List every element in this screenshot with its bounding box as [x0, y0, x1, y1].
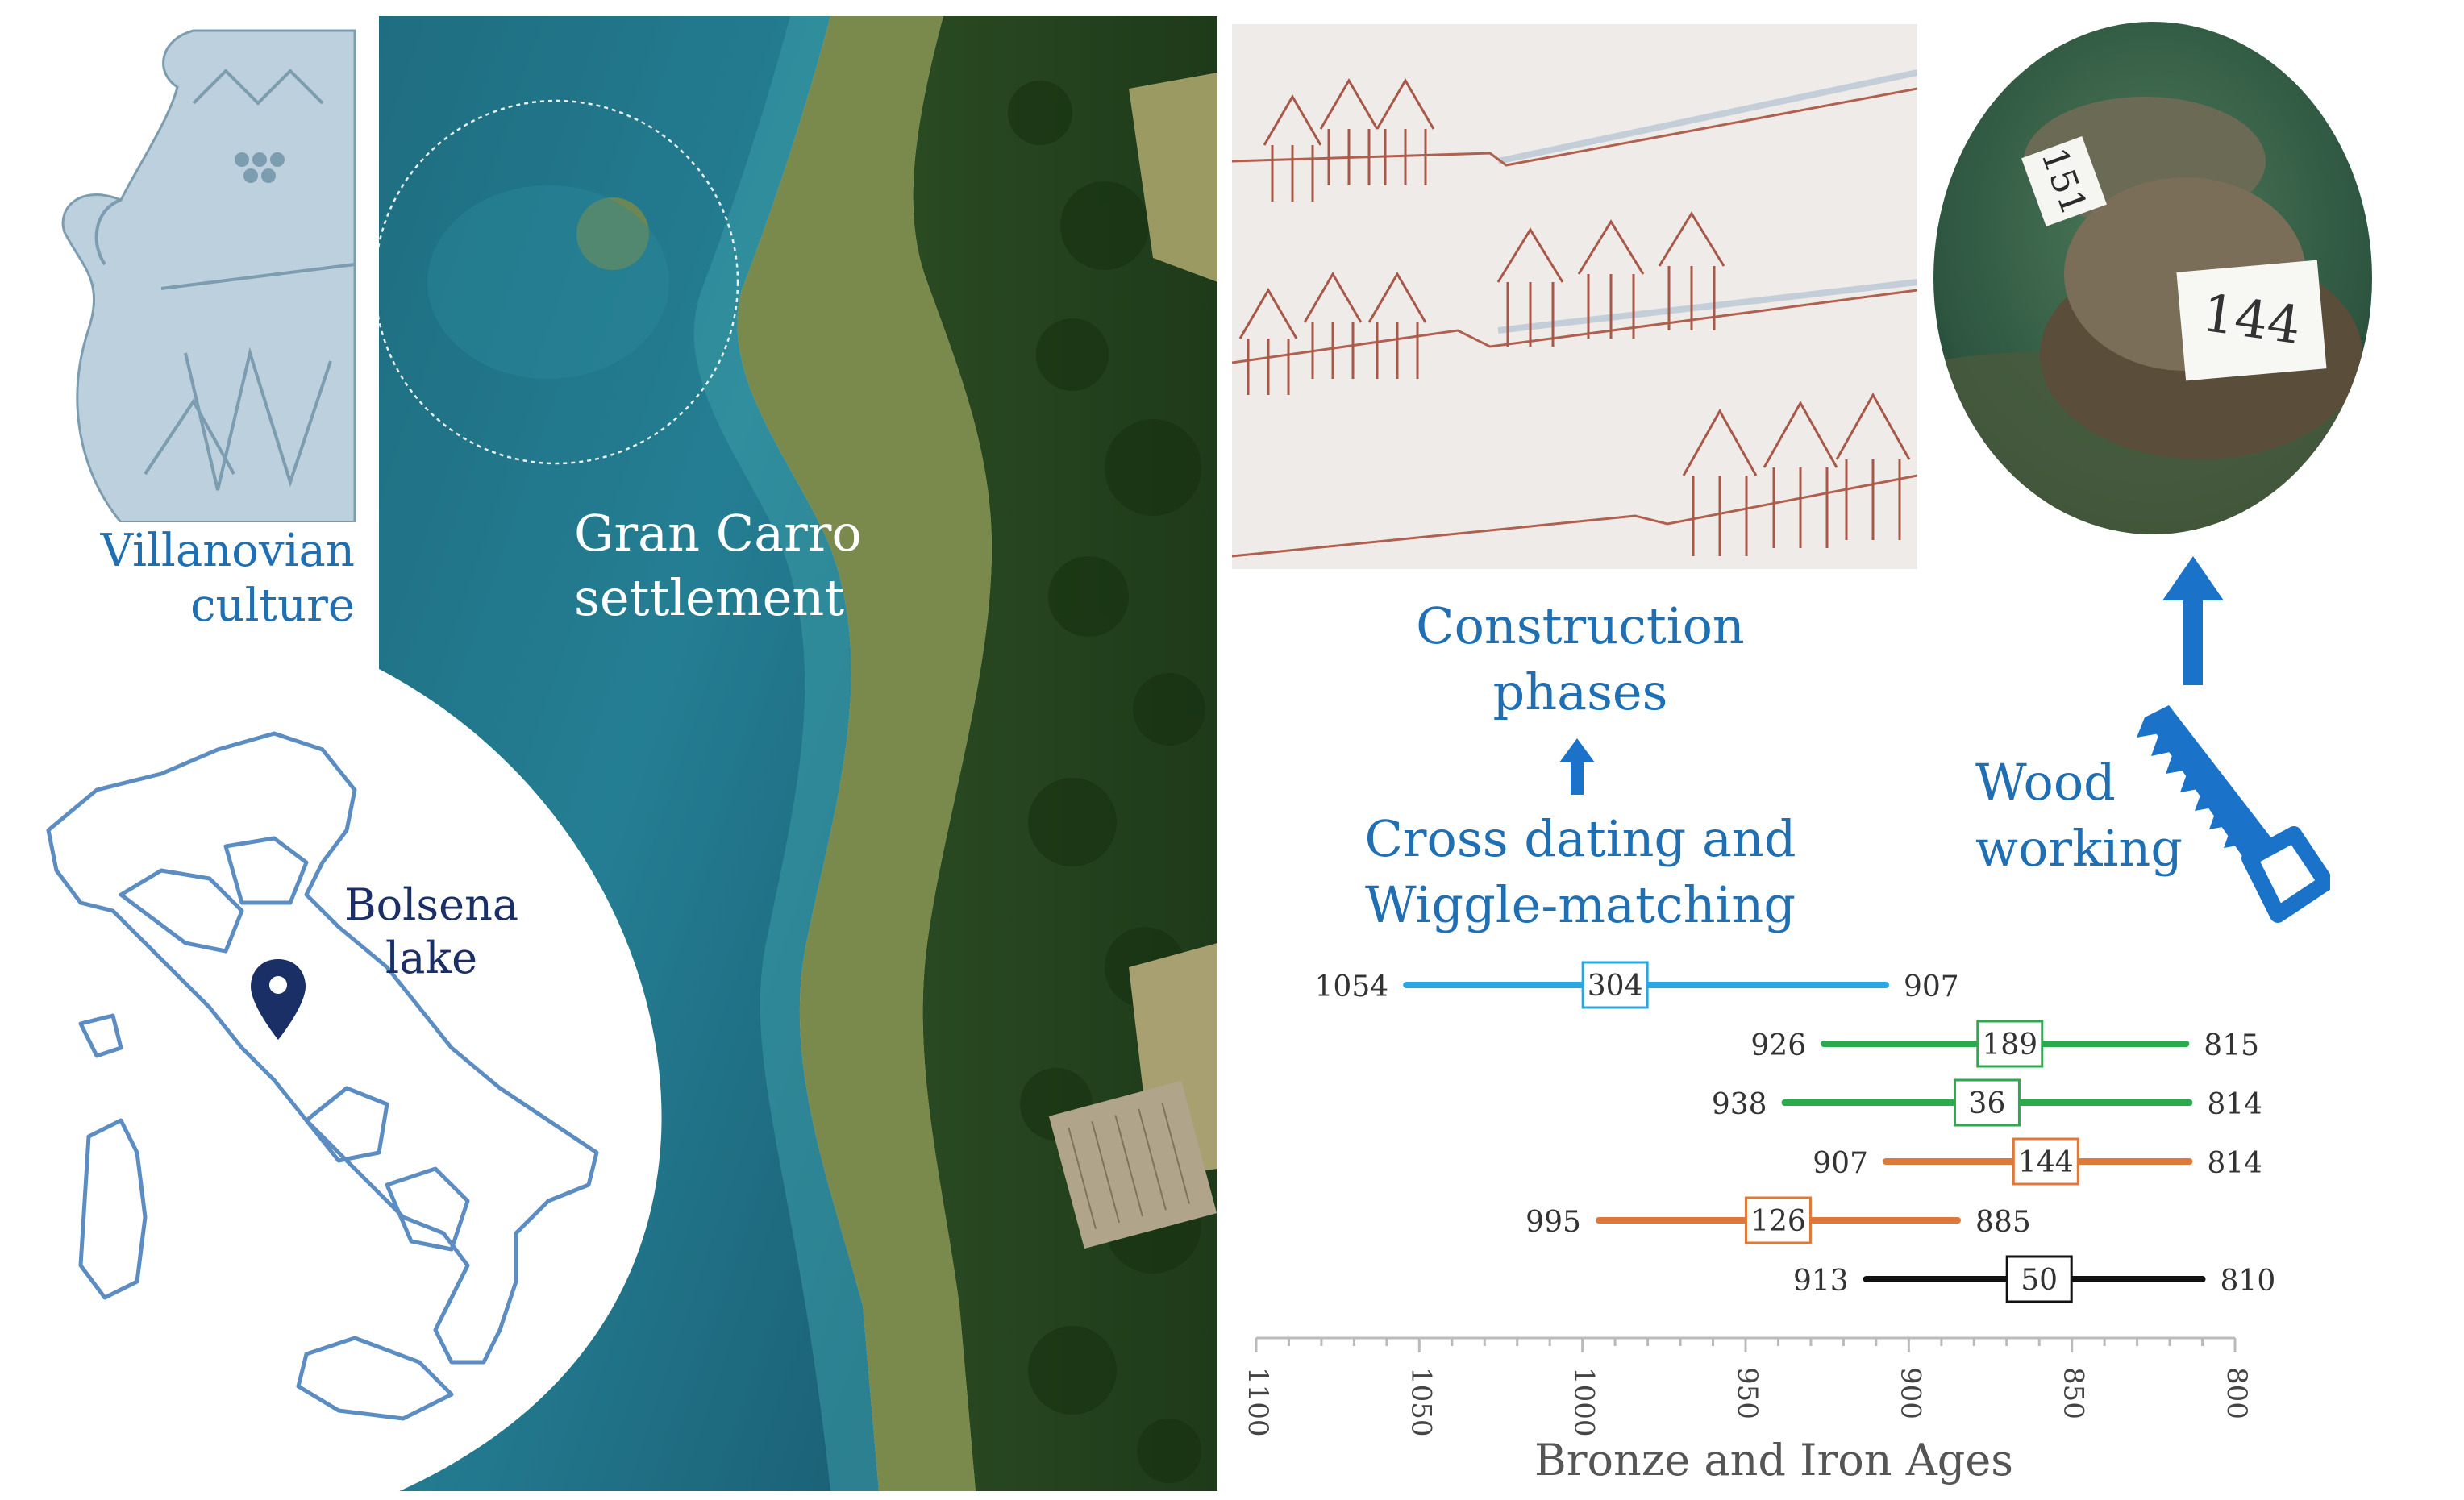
x-axis-title: Bronze and Iron Ages [1534, 1435, 2013, 1485]
sample-box [1581, 961, 1649, 1009]
x-tick-label: 800 [2221, 1367, 2253, 1419]
construction-phases-sketch [1232, 24, 1917, 569]
x-tick-label: 1100 [1242, 1367, 1274, 1437]
italy-outline [46, 731, 599, 1421]
sample-id-label: 36 [1969, 1087, 2006, 1120]
range-start-label: 926 [1750, 1029, 1806, 1062]
range-end-label: 885 [1975, 1206, 2031, 1239]
chart-bars: 1054 907 304 926 815 189 938 814 36 907 814 144 995 8… [1315, 961, 2276, 1303]
x-tick-label: 1050 [1405, 1367, 1437, 1437]
range-start-label: 913 [1793, 1265, 1849, 1298]
range-start-label: 938 [1712, 1088, 1767, 1121]
sample-box [1953, 1078, 2021, 1127]
arrow-up-icon [2162, 556, 2224, 685]
sample-id-label: 144 [2018, 1146, 2074, 1179]
range-start-label: 1054 [1315, 970, 1389, 1003]
x-tick-label: 950 [1731, 1367, 1763, 1419]
crossdating-label: Cross dating and Wiggle-matching [1364, 809, 1796, 934]
sample-box [1976, 1020, 2044, 1068]
range-end-label: 907 [1904, 970, 1959, 1003]
construction-phases-label: Construction phases [1416, 596, 1745, 721]
range-end-label: 814 [2207, 1147, 2262, 1180]
sample-box [2012, 1137, 2079, 1186]
villanovian-vase-illustration [61, 29, 356, 522]
arrow-up-icon [1559, 738, 1595, 795]
range-end-label: 815 [2204, 1029, 2259, 1062]
vase-caption: Villanovian culture [100, 525, 355, 632]
range-start-label: 995 [1525, 1206, 1581, 1239]
range-start-label: 907 [1813, 1147, 1868, 1180]
sample-id-label: 304 [1588, 970, 1643, 1003]
location-pin-icon [251, 959, 306, 1040]
range-end-label: 814 [2207, 1088, 2262, 1121]
x-axis: 1100 1050 1000 950 900 850 800 [1242, 1336, 2253, 1437]
x-tick-label: 900 [1894, 1367, 1926, 1419]
x-tick-label: 850 [2058, 1367, 2090, 1419]
x-tick-label: 1000 [1568, 1367, 1600, 1437]
sample-id-label: 189 [1982, 1028, 2037, 1062]
italy-map-panel [0, 669, 662, 1500]
range-end-label: 810 [2221, 1265, 2276, 1298]
wood-working-label: Wood working [1975, 753, 2183, 878]
lake-label: Bolsena lake [343, 879, 519, 983]
photo-tag-front: 144 [2199, 284, 2304, 356]
underwater-wood-photo: 151 144 [1933, 22, 2372, 534]
sample-id-label: 50 [2021, 1264, 2058, 1297]
sample-id-label: 126 [1750, 1205, 1806, 1238]
sample-box [1744, 1196, 1812, 1244]
sample-box [2005, 1255, 2073, 1303]
settlement-label: Gran Carro settlement [574, 504, 862, 627]
dating-range-chart: 1054 907 304 926 815 189 938 814 36 907 814 144 995 8… [1242, 961, 2276, 1485]
saw-icon [2137, 705, 2330, 923]
